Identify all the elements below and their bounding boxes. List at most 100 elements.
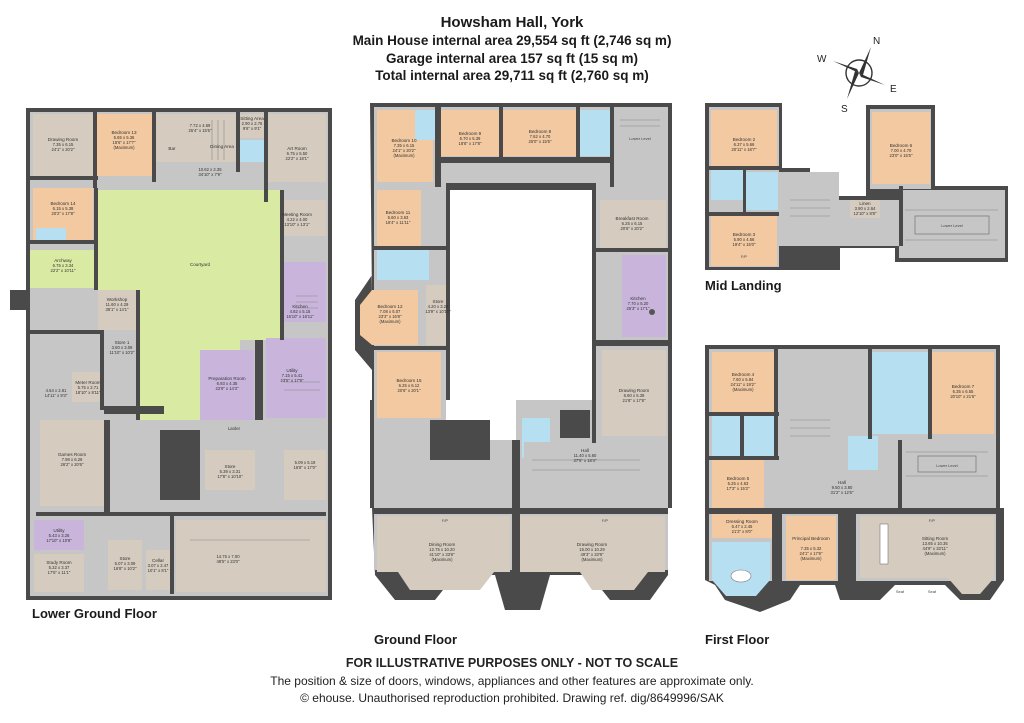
room-label: (Maximum) <box>114 145 136 150</box>
garage-area: Garage internal area 157 sq ft (15 sq m) <box>385 51 639 66</box>
room-label: 49'3" x 33'9" <box>581 552 604 557</box>
room-label: Bedroom 13 <box>111 130 136 135</box>
room-label: (Maximum) <box>925 551 947 556</box>
room-label: 4.54 x 2.81 <box>46 388 67 393</box>
room-label: 12'10" x 8'8" <box>854 211 877 216</box>
ff-hall <box>788 470 898 510</box>
lg-store <box>205 450 255 490</box>
room-label: 17'8" x 10'10" <box>217 474 243 479</box>
room-label: Bedroom 12 <box>377 304 402 309</box>
lg-kitchen <box>282 262 326 322</box>
room-label: 7.98 x 6.26 <box>62 457 83 462</box>
room-label: Bedroom 8 <box>529 129 552 134</box>
ff-bedroom-7 <box>932 352 994 434</box>
room-label: 13'9" x 10'10" <box>425 309 451 314</box>
room-label: 10'1" x 8'1" <box>148 568 169 573</box>
ff-dressing-room <box>712 514 772 538</box>
room-label: 7.15 x 5.41 <box>282 373 303 378</box>
room-label: 41'10" x 33'6" <box>429 552 455 557</box>
room-label: 20'6" x 20'2" <box>621 226 644 231</box>
room-label: F/P <box>442 518 449 523</box>
first-floor-plan: Bedroom 4 7.60 x 5.84 24'11" x 19'2" (Ma… <box>705 345 1004 612</box>
room-label: 5.60 x 3.63 <box>388 215 409 220</box>
lg-archway <box>30 250 96 288</box>
room-label: 23'3" x 16'8" <box>379 314 402 319</box>
room-label: Seat <box>896 589 905 594</box>
room-label: 5.65 x 5.36 <box>114 135 135 140</box>
room-label: 5.25 x 4.63 <box>728 481 749 486</box>
room-label: 7.35 x 6.15 <box>394 143 415 148</box>
room-label: Store <box>120 556 131 561</box>
room-label: 24'11" x 19'2" <box>731 382 756 387</box>
mid-landing-plan: Bedroom 2 6.37 x 5.66 20'11" x 18'7" Bed… <box>705 103 1008 270</box>
gf-bedroom-15 <box>377 352 441 418</box>
lg-bedroom-13 <box>97 114 152 176</box>
gf-breakfast-room <box>600 200 666 248</box>
room-label: F/P <box>929 518 936 523</box>
room-label: Bedroom 6 <box>890 143 913 148</box>
courtyard-label: Courtyard <box>190 262 211 267</box>
ff-sitting-room <box>860 516 994 594</box>
lg-label-drawing: Drawing Room <box>48 137 79 142</box>
room-label: 10.62 x 2.35 <box>198 167 222 172</box>
room-label: 5.09 x 5.19 <box>295 460 316 465</box>
room-label: 48'5" x 23'0" <box>217 559 240 564</box>
room-label: 5.90 x 4.56 <box>734 237 755 242</box>
room-label: 17'3" x 15'2" <box>727 486 750 491</box>
room-label: 11.40 x 5.60 <box>574 453 597 458</box>
room-label: Dining Room <box>429 542 456 547</box>
room-label: Lower Level <box>629 136 651 141</box>
room-label: 6.25 x 6.12 <box>399 383 420 388</box>
mid-landing-label: Mid Landing <box>705 278 782 293</box>
lg-meter-room <box>72 372 102 402</box>
page-title: Howsham Hall, York <box>440 14 584 31</box>
room-label: 6.15 x 5.38 <box>53 206 74 211</box>
room-label: (Maximum) <box>380 319 402 324</box>
room-label: 17'5" x 11'1" <box>48 570 71 575</box>
room-label: (Maximum) <box>582 557 604 562</box>
room-label: 7.35 x 6.15 <box>53 142 74 147</box>
room-label: Seat <box>928 589 937 594</box>
room-label: 19'4" x 15'0" <box>733 242 756 247</box>
ml-bedroom-3 <box>711 216 777 266</box>
room-label: 20'6" x 20'1" <box>398 388 421 393</box>
room-label: Bedroom 4 <box>732 372 755 377</box>
gf-bedroom-11 <box>377 190 421 246</box>
room-label: 6.60 x 5.39 <box>624 393 645 398</box>
room-label: Lower Level <box>936 463 958 468</box>
room-label: Bedroom 14 <box>50 201 75 206</box>
total-area: Total internal area 29,711 sq ft (2,760 … <box>375 68 649 83</box>
ground-floor-label: Ground Floor <box>374 632 458 647</box>
lg-cellar <box>146 550 170 590</box>
room-label: 15.00 x 10.29 <box>579 547 605 552</box>
room-label: 2.90 x 2.76 <box>242 121 263 126</box>
room-label: 11'10" x 10'2" <box>110 350 135 355</box>
disclaimer-heading: FOR ILLUSTRATIVE PURPOSES ONLY - NOT TO … <box>345 656 679 670</box>
room-label: 25'0" x 15'5" <box>529 139 552 144</box>
ff-bedroom-4 <box>712 352 774 412</box>
room-label: 15'10" x 16'11" <box>286 314 314 319</box>
room-label: Art Room <box>287 146 307 151</box>
lg-workshop <box>98 290 136 330</box>
room-label: Drawing Room <box>577 542 608 547</box>
room-label: 21'8" x 17'8" <box>623 398 646 403</box>
room-label: F/P <box>602 518 609 523</box>
room-label: (Maximum) <box>432 557 454 562</box>
room-label: 16'8" x 10'2" <box>114 566 137 571</box>
room-label: Sitting Room <box>922 536 948 541</box>
room-label: Bedroom 9 <box>459 131 482 136</box>
room-label: Bedroom 3 <box>733 232 756 237</box>
room-label: Preparation Room <box>208 376 245 381</box>
first-floor-label: First Floor <box>705 632 770 647</box>
ml-bedroom-2 <box>711 110 777 166</box>
room-label: Bedroom 5 <box>727 476 750 481</box>
lg-utility-2 <box>34 520 84 550</box>
ml-linen <box>850 200 880 218</box>
room-label: 17'10" x 10'8" <box>46 538 72 543</box>
room-label: 18'8" x 17'8" <box>459 141 482 146</box>
room-label: 6.35 x 6.55 <box>953 389 974 394</box>
room-label: 21'3" x 8'0" <box>732 529 753 534</box>
room-label: 6.93 x 4.35 <box>217 381 238 386</box>
room-label: 18'10" x 8'11" <box>76 390 101 395</box>
room-label: Dressing Room <box>726 519 758 524</box>
